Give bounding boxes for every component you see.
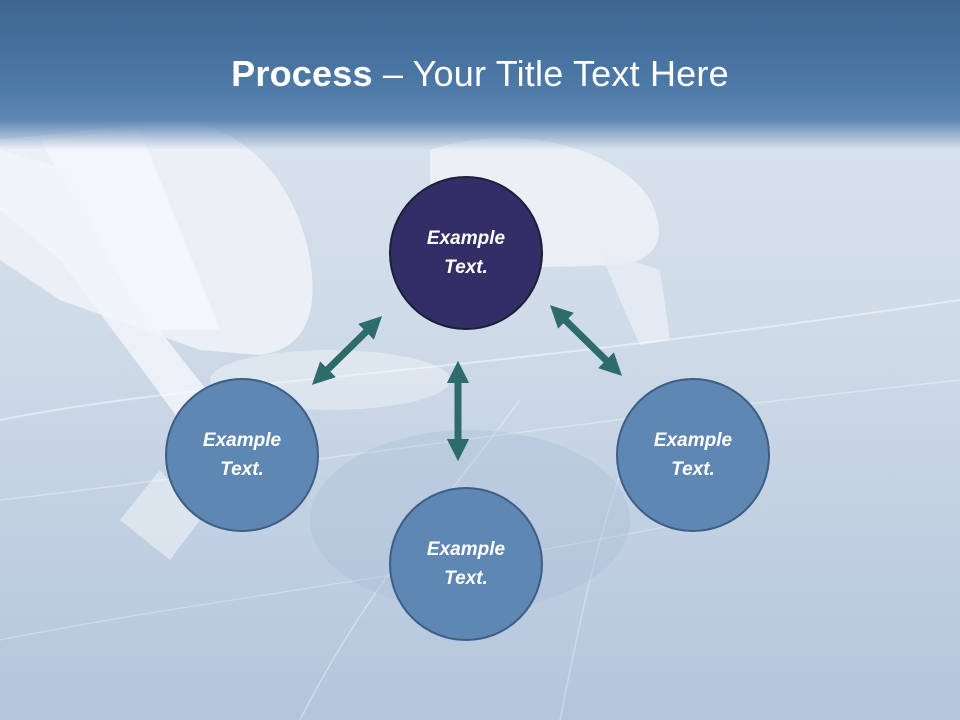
right-node[interactable]: Example Text.: [616, 378, 770, 532]
right-node-text: Example Text.: [653, 430, 733, 480]
title-bold-part: Process: [231, 53, 373, 94]
center-node-text: Example Text.: [426, 228, 506, 278]
left-node-text: Example Text.: [202, 430, 282, 480]
arrow-left-diagonal-icon: [312, 316, 382, 385]
title-rest-part: – Your Title Text Here: [372, 53, 729, 94]
left-node[interactable]: Example Text.: [165, 378, 319, 532]
bottom-node[interactable]: Example Text.: [389, 487, 543, 641]
center-node[interactable]: Example Text.: [389, 176, 543, 330]
bottom-node-text: Example Text.: [426, 539, 506, 589]
slide-title: Process – Your Title Text Here: [0, 52, 960, 96]
arrow-right-diagonal-icon: [550, 305, 622, 376]
title-band: [0, 0, 960, 150]
